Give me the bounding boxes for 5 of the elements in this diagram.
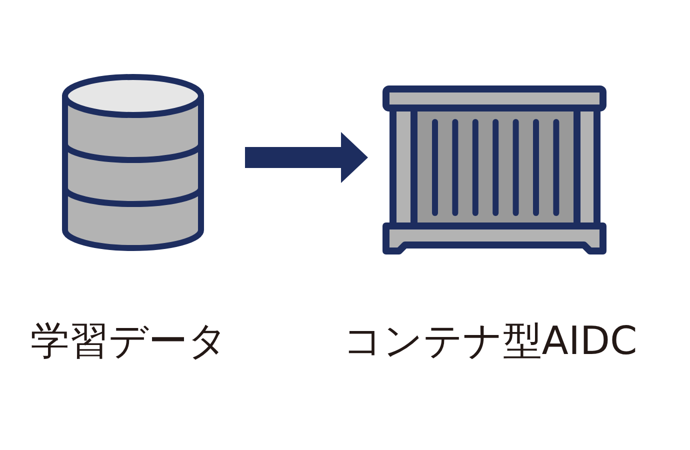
database-icon (61, 73, 205, 252)
node-label: コンテナ型AIDC (342, 321, 638, 364)
shipping-container-icon (382, 85, 607, 255)
node-label: 学習データ (30, 321, 228, 364)
arrow (245, 132, 368, 183)
